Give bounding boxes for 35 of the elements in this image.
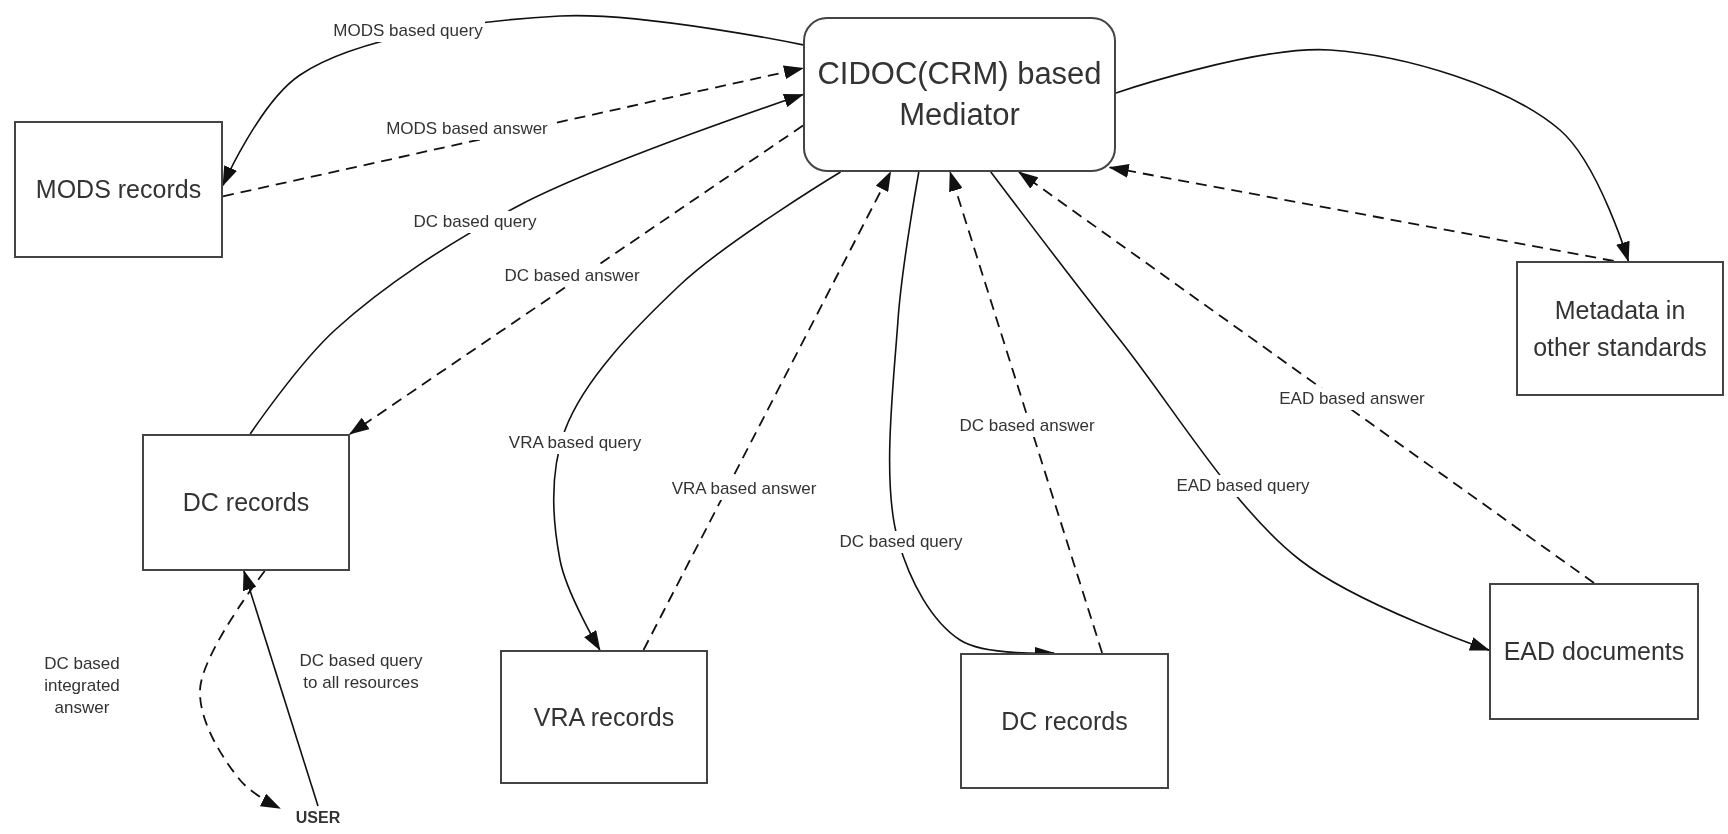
edge-label: EAD based answer [1277, 387, 1427, 411]
arrow [249, 93, 804, 435]
dashed-arrow [199, 570, 281, 810]
dashed-arrow [1108, 163, 1615, 262]
box-label: EAD documents [1502, 636, 1686, 668]
arrow [1115, 49, 1630, 262]
box-label: VRA records [532, 701, 676, 733]
process-box [142, 434, 350, 571]
edge-label: MODS based query [331, 19, 485, 43]
dashed-arrow [222, 65, 804, 198]
arrow [242, 570, 319, 807]
user-label: USER [280, 806, 356, 830]
process-box [14, 121, 223, 258]
dashed-arrow [349, 124, 804, 435]
process-box [960, 653, 1169, 789]
dashed-arrow [1018, 171, 1595, 584]
process-box [1516, 261, 1724, 396]
box-label: DC records [181, 487, 311, 519]
arrow [553, 171, 842, 651]
edge-label: EAD based query [1174, 474, 1312, 498]
box-label: CIDOC(CRM) based Mediator [816, 55, 1103, 134]
edge-label: DC based answer [502, 264, 642, 288]
process-box [500, 650, 708, 784]
edge-label: DC based query [837, 530, 965, 554]
edge-label: VRA based query [506, 431, 644, 455]
mediator-box [803, 17, 1116, 172]
edge-label: VRA based answer [669, 477, 819, 501]
dashed-arrow [949, 171, 1103, 654]
box-label: Metadata in other standards [1532, 295, 1708, 363]
process-box [1489, 583, 1699, 720]
arrow [990, 171, 1490, 651]
edge-label: DC based query [411, 210, 539, 234]
dashed-arrow [642, 171, 892, 651]
box-label: DC records [1000, 705, 1129, 737]
box-label: MODS records [34, 174, 203, 206]
